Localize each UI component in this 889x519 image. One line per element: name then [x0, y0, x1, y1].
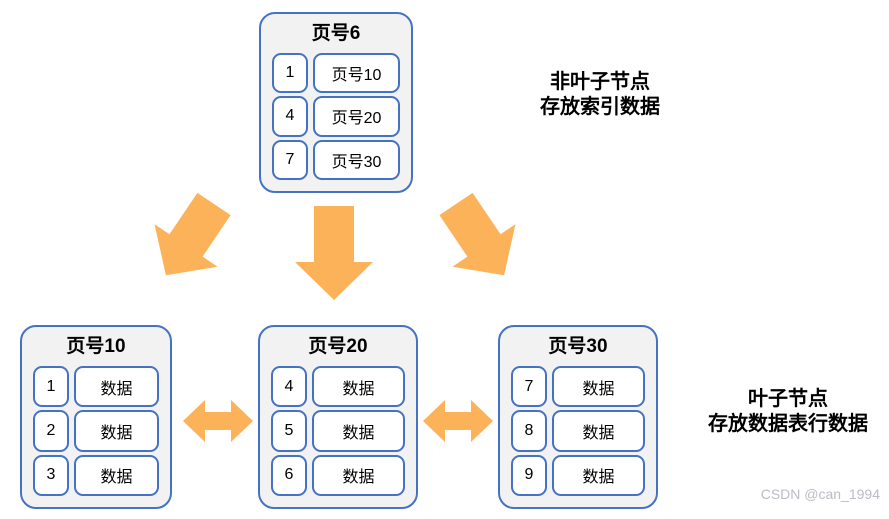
node-row: 5 数据 — [271, 410, 405, 452]
node-row: 1 页号10 — [272, 52, 400, 94]
leaf-annotation-line1: 叶子节点 — [748, 388, 828, 410]
down-left-arrow-icon — [154, 192, 231, 276]
data-cell: 数据 — [552, 365, 645, 408]
data-cell: 数据 — [74, 365, 159, 408]
node-row: 9 数据 — [511, 454, 645, 497]
key-cell: 9 — [511, 454, 547, 497]
node-row: 2 数据 — [33, 410, 159, 452]
key-cell: 4 — [272, 96, 308, 137]
key-cell: 7 — [272, 139, 308, 181]
leaf-annotation: 叶子节点 存放数据表行数据 — [668, 387, 889, 437]
data-cell: 数据 — [312, 454, 405, 497]
non-leaf-annotation-line1: 非叶子节点 — [550, 71, 650, 93]
node-page-30: 页号30 7 数据 8 数据 9 数据 — [498, 325, 658, 509]
data-cell: 数据 — [312, 410, 405, 452]
node-title: 页号10 — [66, 336, 126, 357]
node-title: 页号30 — [548, 336, 608, 357]
data-cell: 数据 — [312, 365, 405, 408]
node-row: 8 数据 — [511, 410, 645, 452]
node-rows: 1 页号10 4 页号20 7 页号30 — [272, 52, 400, 181]
non-leaf-annotation: 非叶子节点 存放索引数据 — [480, 70, 720, 120]
node-rows: 4 数据 5 数据 6 数据 — [271, 365, 405, 497]
down-arrow-icon — [295, 206, 373, 300]
non-leaf-annotation-line2: 存放索引数据 — [540, 96, 660, 118]
node-page-6: 页号6 1 页号10 4 页号20 7 页号30 — [259, 12, 413, 193]
key-cell: 4 — [271, 365, 307, 408]
data-cell: 数据 — [74, 410, 159, 452]
node-row: 7 页号30 — [272, 139, 400, 181]
node-row: 4 数据 — [271, 365, 405, 408]
node-row: 4 页号20 — [272, 96, 400, 137]
node-row: 6 数据 — [271, 454, 405, 497]
node-row: 3 数据 — [33, 454, 159, 497]
key-cell: 8 — [511, 410, 547, 452]
key-cell: 1 — [33, 365, 69, 408]
data-cell: 数据 — [74, 454, 159, 497]
double-arrow-left-icon — [183, 400, 253, 442]
node-rows: 1 数据 2 数据 3 数据 — [33, 365, 159, 497]
key-cell: 6 — [271, 454, 307, 497]
pointer-cell: 页号30 — [313, 139, 400, 181]
pointer-cell: 页号20 — [313, 96, 400, 137]
leaf-annotation-line2: 存放数据表行数据 — [708, 413, 868, 435]
watermark: CSDN @can_1994 — [760, 486, 880, 502]
pointer-cell: 页号10 — [313, 52, 400, 94]
node-row: 7 数据 — [511, 365, 645, 408]
data-cell: 数据 — [552, 454, 645, 497]
node-title: 页号6 — [311, 23, 361, 44]
data-cell: 数据 — [552, 410, 645, 452]
key-cell: 2 — [33, 410, 69, 452]
key-cell: 7 — [511, 365, 547, 408]
node-title: 页号20 — [308, 336, 368, 357]
key-cell: 5 — [271, 410, 307, 452]
key-cell: 1 — [272, 52, 308, 94]
node-page-10: 页号10 1 数据 2 数据 3 数据 — [20, 325, 172, 509]
double-arrow-right-icon — [423, 400, 493, 442]
down-right-arrow-icon — [439, 192, 516, 276]
key-cell: 3 — [33, 454, 69, 497]
node-row: 1 数据 — [33, 365, 159, 408]
node-page-20: 页号20 4 数据 5 数据 6 数据 — [258, 325, 418, 509]
node-rows: 7 数据 8 数据 9 数据 — [511, 365, 645, 497]
